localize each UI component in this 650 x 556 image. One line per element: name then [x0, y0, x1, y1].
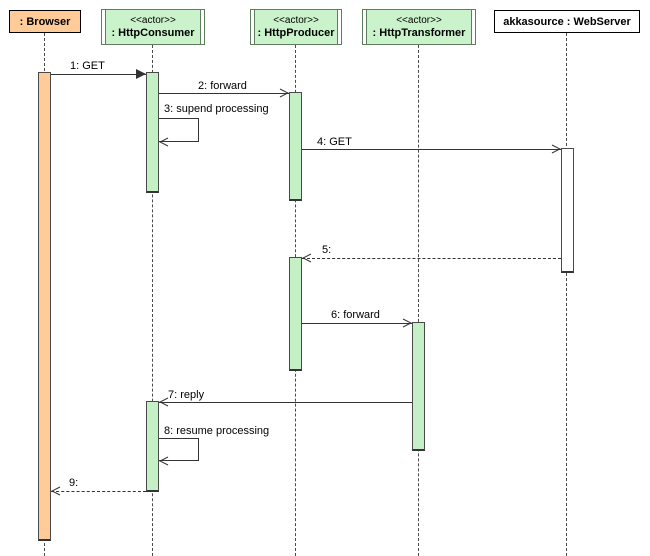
- arrowhead-open-icon: [51, 486, 61, 496]
- activation-webserver: [561, 148, 574, 273]
- activation-httpconsumer-2: [146, 401, 159, 492]
- participant-name: : HttpProducer: [257, 27, 335, 39]
- participant-name: : HttpTransformer: [372, 27, 466, 39]
- lifeline-httpconsumer: [152, 45, 153, 556]
- arrowhead-open-icon: [302, 253, 312, 263]
- participant-box-webserver: akkasource : WebServer: [494, 10, 640, 33]
- message-4-line: [302, 149, 561, 150]
- participant-name: akkasource : WebServer: [503, 15, 631, 28]
- message-8-self-loop: [159, 438, 199, 461]
- participant-box-httpconsumer: <<actor>> : HttpConsumer: [101, 9, 205, 45]
- message-5-line: [302, 258, 561, 259]
- message-1-label: 1: GET: [70, 60, 105, 72]
- message-3-self-loop: [159, 118, 199, 142]
- actor-inner-frame: <<actor>> : HttpProducer: [254, 10, 338, 44]
- lifeline-httptransformer: [418, 45, 419, 556]
- message-9-label: 9:: [69, 477, 79, 489]
- message-7-line: [159, 402, 412, 403]
- message-1-line: [51, 74, 146, 75]
- arrowhead-open-icon: [551, 144, 561, 154]
- message-7-label: 7: reply: [168, 389, 205, 401]
- actor-inner-frame: <<actor>> : HttpTransformer: [366, 10, 472, 44]
- activation-httpproducer-1: [289, 92, 302, 201]
- message-6-line: [302, 323, 412, 324]
- arrowhead-open-icon: [402, 318, 412, 328]
- message-9-line: [51, 491, 146, 492]
- participant-stereotype: <<actor>>: [130, 15, 176, 26]
- arrowhead-filled-icon: [136, 69, 146, 79]
- participant-box-httptransformer: <<actor>> : HttpTransformer: [362, 9, 476, 45]
- arrowhead-open-icon: [159, 137, 169, 147]
- participant-stereotype: <<actor>>: [273, 15, 319, 26]
- participant-name: : Browser: [19, 15, 71, 28]
- message-3-label: 3: supend processing: [164, 103, 269, 115]
- message-8-label: 8: resume processing: [164, 425, 270, 437]
- participant-box-browser: : Browser: [9, 10, 81, 33]
- arrowhead-open-icon: [279, 88, 289, 98]
- message-5-label: 5:: [322, 244, 332, 256]
- message-4-label: 4: GET: [317, 136, 352, 148]
- message-2-label: 2: forward: [198, 80, 247, 92]
- activation-browser: [38, 72, 51, 541]
- actor-inner-frame: <<actor>> : HttpConsumer: [105, 10, 201, 44]
- arrowhead-open-icon: [159, 397, 169, 407]
- message-2-line: [159, 93, 289, 94]
- message-6-label: 6: forward: [331, 309, 380, 321]
- arrowhead-open-icon: [159, 456, 169, 466]
- participant-box-httpproducer: <<actor>> : HttpProducer: [250, 9, 342, 45]
- participant-name: : HttpConsumer: [111, 27, 195, 39]
- activation-httpproducer-2: [289, 257, 302, 371]
- lifeline-webserver: [566, 33, 567, 556]
- participant-stereotype: <<actor>>: [396, 15, 442, 26]
- activation-httpconsumer-1: [146, 72, 159, 193]
- activation-httptransformer: [412, 322, 425, 451]
